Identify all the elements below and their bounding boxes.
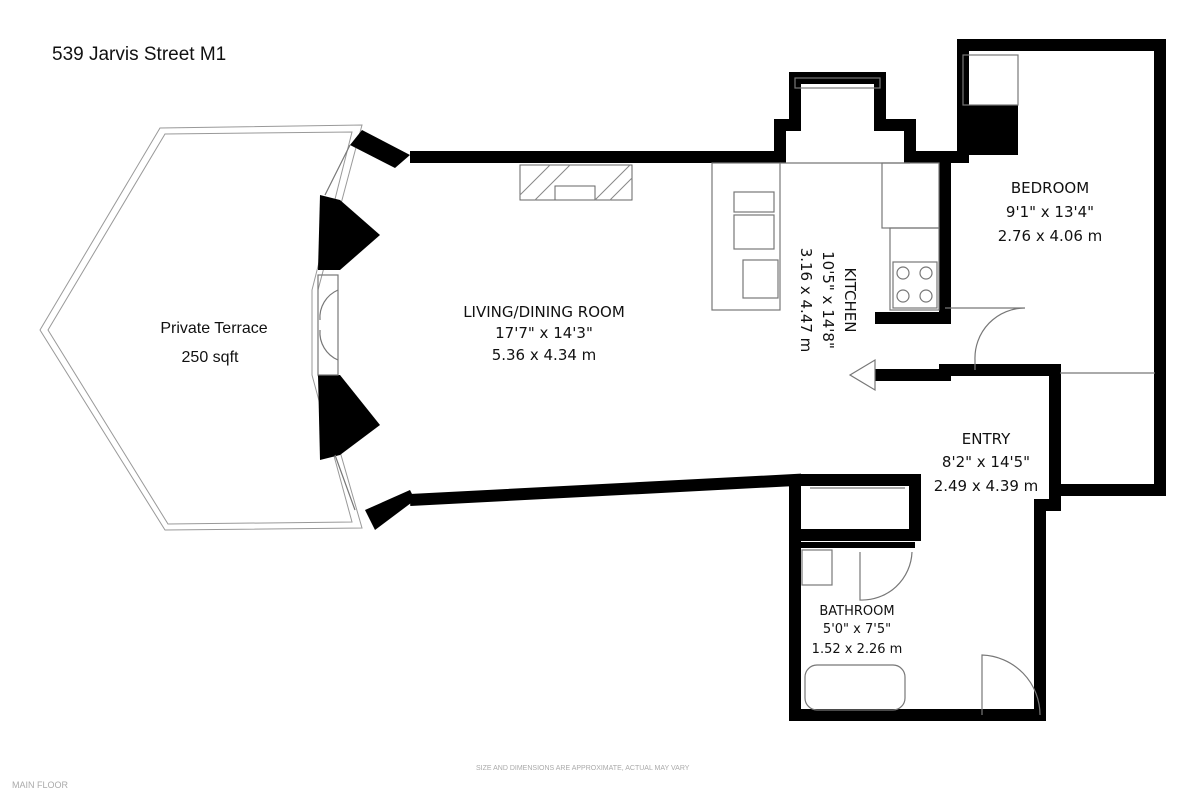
terrace-wall bbox=[317, 130, 415, 530]
room-name: BEDROOM bbox=[1011, 179, 1089, 197]
room-bathroom: BATHROOM 5'0" x 7'5" 1.52 x 2.26 m bbox=[812, 604, 903, 657]
room-terrace: Private Terrace 250 sqft bbox=[160, 320, 267, 366]
room-imperial: 17'7" x 14'3" bbox=[495, 324, 593, 342]
room-name: BATHROOM bbox=[819, 604, 894, 619]
room-metric: 5.36 x 4.34 m bbox=[492, 346, 597, 364]
room-metric: 3.16 x 4.47 m bbox=[797, 248, 815, 353]
room-imperial: 10'5" x 14'8" bbox=[819, 251, 837, 349]
room-bedroom: BEDROOM 9'1" x 13'4" 2.76 x 4.06 m bbox=[998, 179, 1103, 245]
kitchen-wall bbox=[875, 157, 951, 324]
room-imperial: 8'2" x 14'5" bbox=[942, 453, 1030, 471]
bathroom-fixtures bbox=[801, 549, 906, 711]
window bbox=[794, 77, 881, 89]
room-metric: 1.52 x 2.26 m bbox=[812, 642, 903, 657]
closet-block bbox=[963, 105, 1018, 155]
room-name: LIVING/DINING ROOM bbox=[463, 303, 625, 321]
room-living: LIVING/DINING ROOM 17'7" x 14'3" 5.36 x … bbox=[463, 303, 625, 364]
property-title: 539 Jarvis Street M1 bbox=[52, 44, 227, 65]
doors bbox=[810, 307, 1155, 716]
exterior-walls bbox=[409, 39, 1166, 721]
entry-wall bbox=[875, 364, 1061, 490]
room-imperial: 9'1" x 13'4" bbox=[1006, 203, 1094, 221]
disclaimer: SIZE AND DIMENSIONS ARE APPROXIMATE, ACT… bbox=[476, 765, 690, 772]
room-name: ENTRY bbox=[962, 430, 1011, 448]
room-metric: 2.76 x 4.06 m bbox=[998, 227, 1103, 245]
room-name: KITCHEN bbox=[841, 268, 859, 333]
room-entry: ENTRY 8'2" x 14'5" 2.49 x 4.39 m bbox=[934, 430, 1039, 495]
fireplace bbox=[519, 164, 633, 201]
floor-label: MAIN FLOOR bbox=[12, 780, 69, 790]
closet bbox=[962, 54, 1019, 106]
room-metric: 2.49 x 4.39 m bbox=[934, 477, 1039, 495]
room-area: 250 sqft bbox=[182, 349, 239, 366]
kitchen-counters bbox=[711, 162, 940, 311]
bathroom-wall bbox=[795, 474, 921, 541]
room-kitchen: KITCHEN 10'5" x 14'8" 3.16 x 4.47 m bbox=[797, 248, 859, 353]
room-imperial: 5'0" x 7'5" bbox=[823, 622, 891, 637]
room-name: Private Terrace bbox=[160, 320, 267, 337]
